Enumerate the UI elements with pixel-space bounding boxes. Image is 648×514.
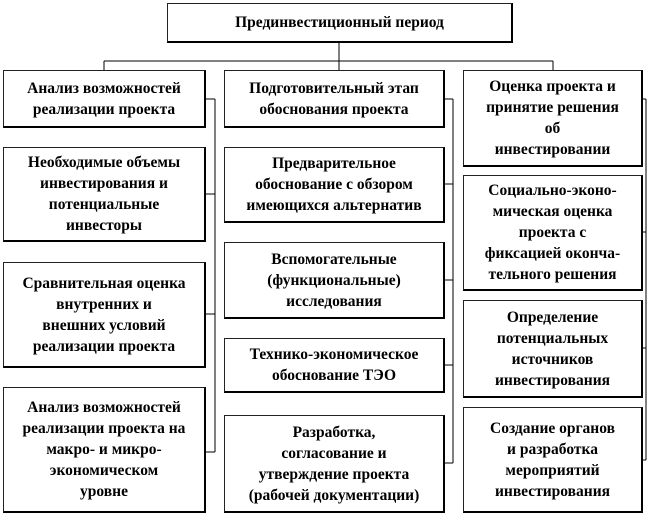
col1-item-box: Анализ возможностей реализации проекта н…	[3, 387, 206, 513]
col2-item-label: Предварительное обоснование с обзором им…	[246, 155, 422, 214]
col3-header-box: Оценка проекта и принятие решения об инв…	[463, 70, 643, 167]
col2-item-box: Вспомогательные (функциональные) исследо…	[224, 242, 445, 319]
col1-item-box: Сравнительная оценка внутренних и внешни…	[3, 262, 206, 368]
col1-item-label: Необходимые объемы инвестирования и поте…	[27, 154, 181, 234]
col2-header-label: Подготовительный этап обоснования проект…	[249, 79, 419, 118]
col2-item-box: Разработка, согласование и утверждение п…	[224, 415, 445, 513]
col1-item-label: Анализ возможностей реализации проекта н…	[22, 399, 186, 500]
col2-item-box: Технико-экономическое обоснование ТЭО	[224, 338, 445, 393]
root-box-pre-investment-period: Прединвестиционный период	[167, 3, 513, 43]
col2-item-box: Предварительное обоснование с обзором им…	[224, 147, 445, 223]
col3-header-label: Оценка проекта и принятие решения об инв…	[486, 78, 619, 158]
col3-item-box: Создание органов и разработка мероприяти…	[463, 407, 643, 513]
col3-item-box: Определение потенциальных источников инв…	[463, 300, 643, 398]
col3-item-label: Создание органов и разработка мероприяти…	[490, 419, 615, 500]
col2-item-label: Технико-экономическое обоснование ТЭО	[249, 346, 419, 384]
col3-item-label: Определение потенциальных источников инв…	[494, 308, 611, 389]
col1-item-box: Необходимые объемы инвестирования и поте…	[3, 147, 206, 242]
col1-item-label: Сравнительная оценка внутренних и внешни…	[22, 274, 186, 355]
col1-header-box: Анализ возможностей реализации проекта	[3, 70, 206, 128]
root-label: Прединвестиционный период	[235, 14, 444, 31]
col3-item-label: Социально-эконо- мическая оценка проекта…	[484, 182, 621, 283]
col2-header-box: Подготовительный этап обоснования проект…	[224, 70, 445, 128]
col2-item-label: Вспомогательные (функциональные) исследо…	[267, 250, 401, 310]
col3-item-box: Социально-эконо- мическая оценка проекта…	[463, 175, 643, 291]
col2-item-label: Разработка, согласование и утверждение п…	[248, 423, 420, 504]
col1-header-label: Анализ возможностей реализации проекта	[27, 79, 181, 118]
